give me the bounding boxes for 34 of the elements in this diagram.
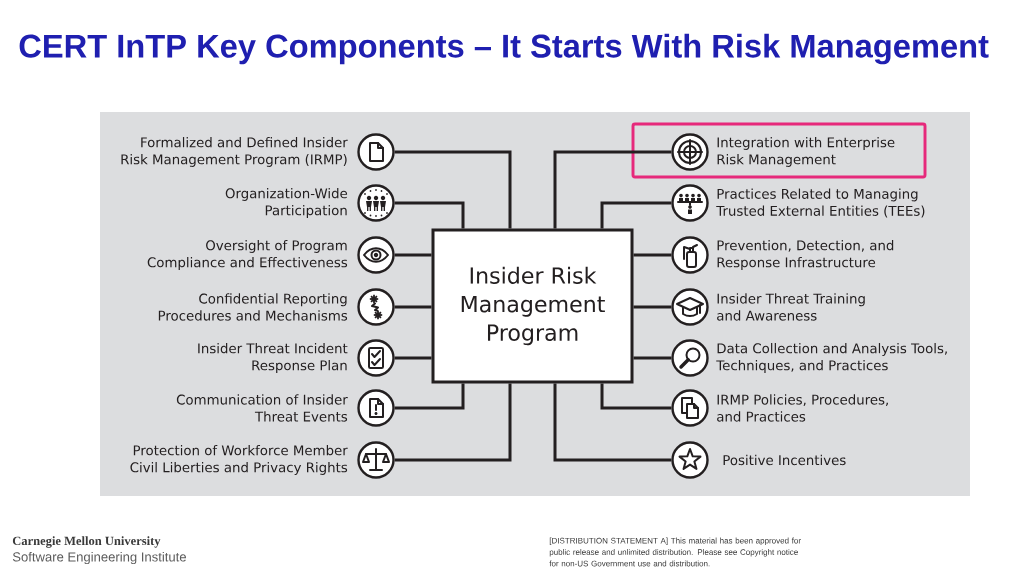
component-label: Communication of Insider Threat Events <box>176 394 348 422</box>
connector-line <box>553 150 672 229</box>
component-label: Confidential Reporting Procedures and Mechanisms <box>158 293 348 321</box>
connector-line <box>600 201 672 229</box>
distribution-statement: [DISTRIBUTION STATEMENT A] This material has been approved for public release and unlimited distribution. Please see Copyright notice for non-US Government use and distribution. <box>549 537 801 567</box>
slide-title: CERT InTP Key Components – It Starts With Risk Management <box>19 33 989 65</box>
component-label: Protection of Workforce Member Civil Liberties and Privacy Rights <box>130 445 348 475</box>
component-label: Formalized and Defined Insider Risk Management Program (IRMP) <box>121 137 348 167</box>
connector-line <box>394 383 512 462</box>
connector-line <box>394 305 432 309</box>
component-label: Insider Threat Training and Awareness <box>717 293 865 321</box>
component-label: IRMP Policies, Procedures, and Practices <box>717 394 888 422</box>
component-label: Prevention, Detection, and Response Infrastructure <box>717 240 894 270</box>
connector-line <box>394 150 512 229</box>
connector-line <box>633 356 672 360</box>
connector-line <box>394 201 465 229</box>
component-label: Data Collection and Analysis Tools, Techniques, and Practices <box>716 343 947 373</box>
component-label: Positive Incentives <box>723 454 846 466</box>
connector-line <box>394 356 432 360</box>
connector-line <box>600 383 672 410</box>
component-label: Practices Related to Managing Trusted External Entities (TEEs) <box>716 188 925 218</box>
connector-line <box>553 383 672 462</box>
program-box: Insider Risk Management Program <box>431 228 634 384</box>
university-name: Carnegie Mellon University <box>12 536 161 548</box>
connector-line <box>633 305 672 309</box>
connector-line <box>394 383 465 410</box>
connector-line <box>394 253 432 257</box>
institute-name: Software Engineering Institute <box>12 551 186 565</box>
component-label: Integration with Enterprise Risk Management <box>717 137 895 167</box>
highlight-frame <box>631 122 927 179</box>
component-label: Oversight of Program Compliance and Effectiveness <box>147 240 348 270</box>
connector-line <box>633 253 672 257</box>
component-label: Organization-Wide Participation <box>225 188 348 218</box>
component-label: Insider Threat Incident Response Plan <box>198 343 348 373</box>
